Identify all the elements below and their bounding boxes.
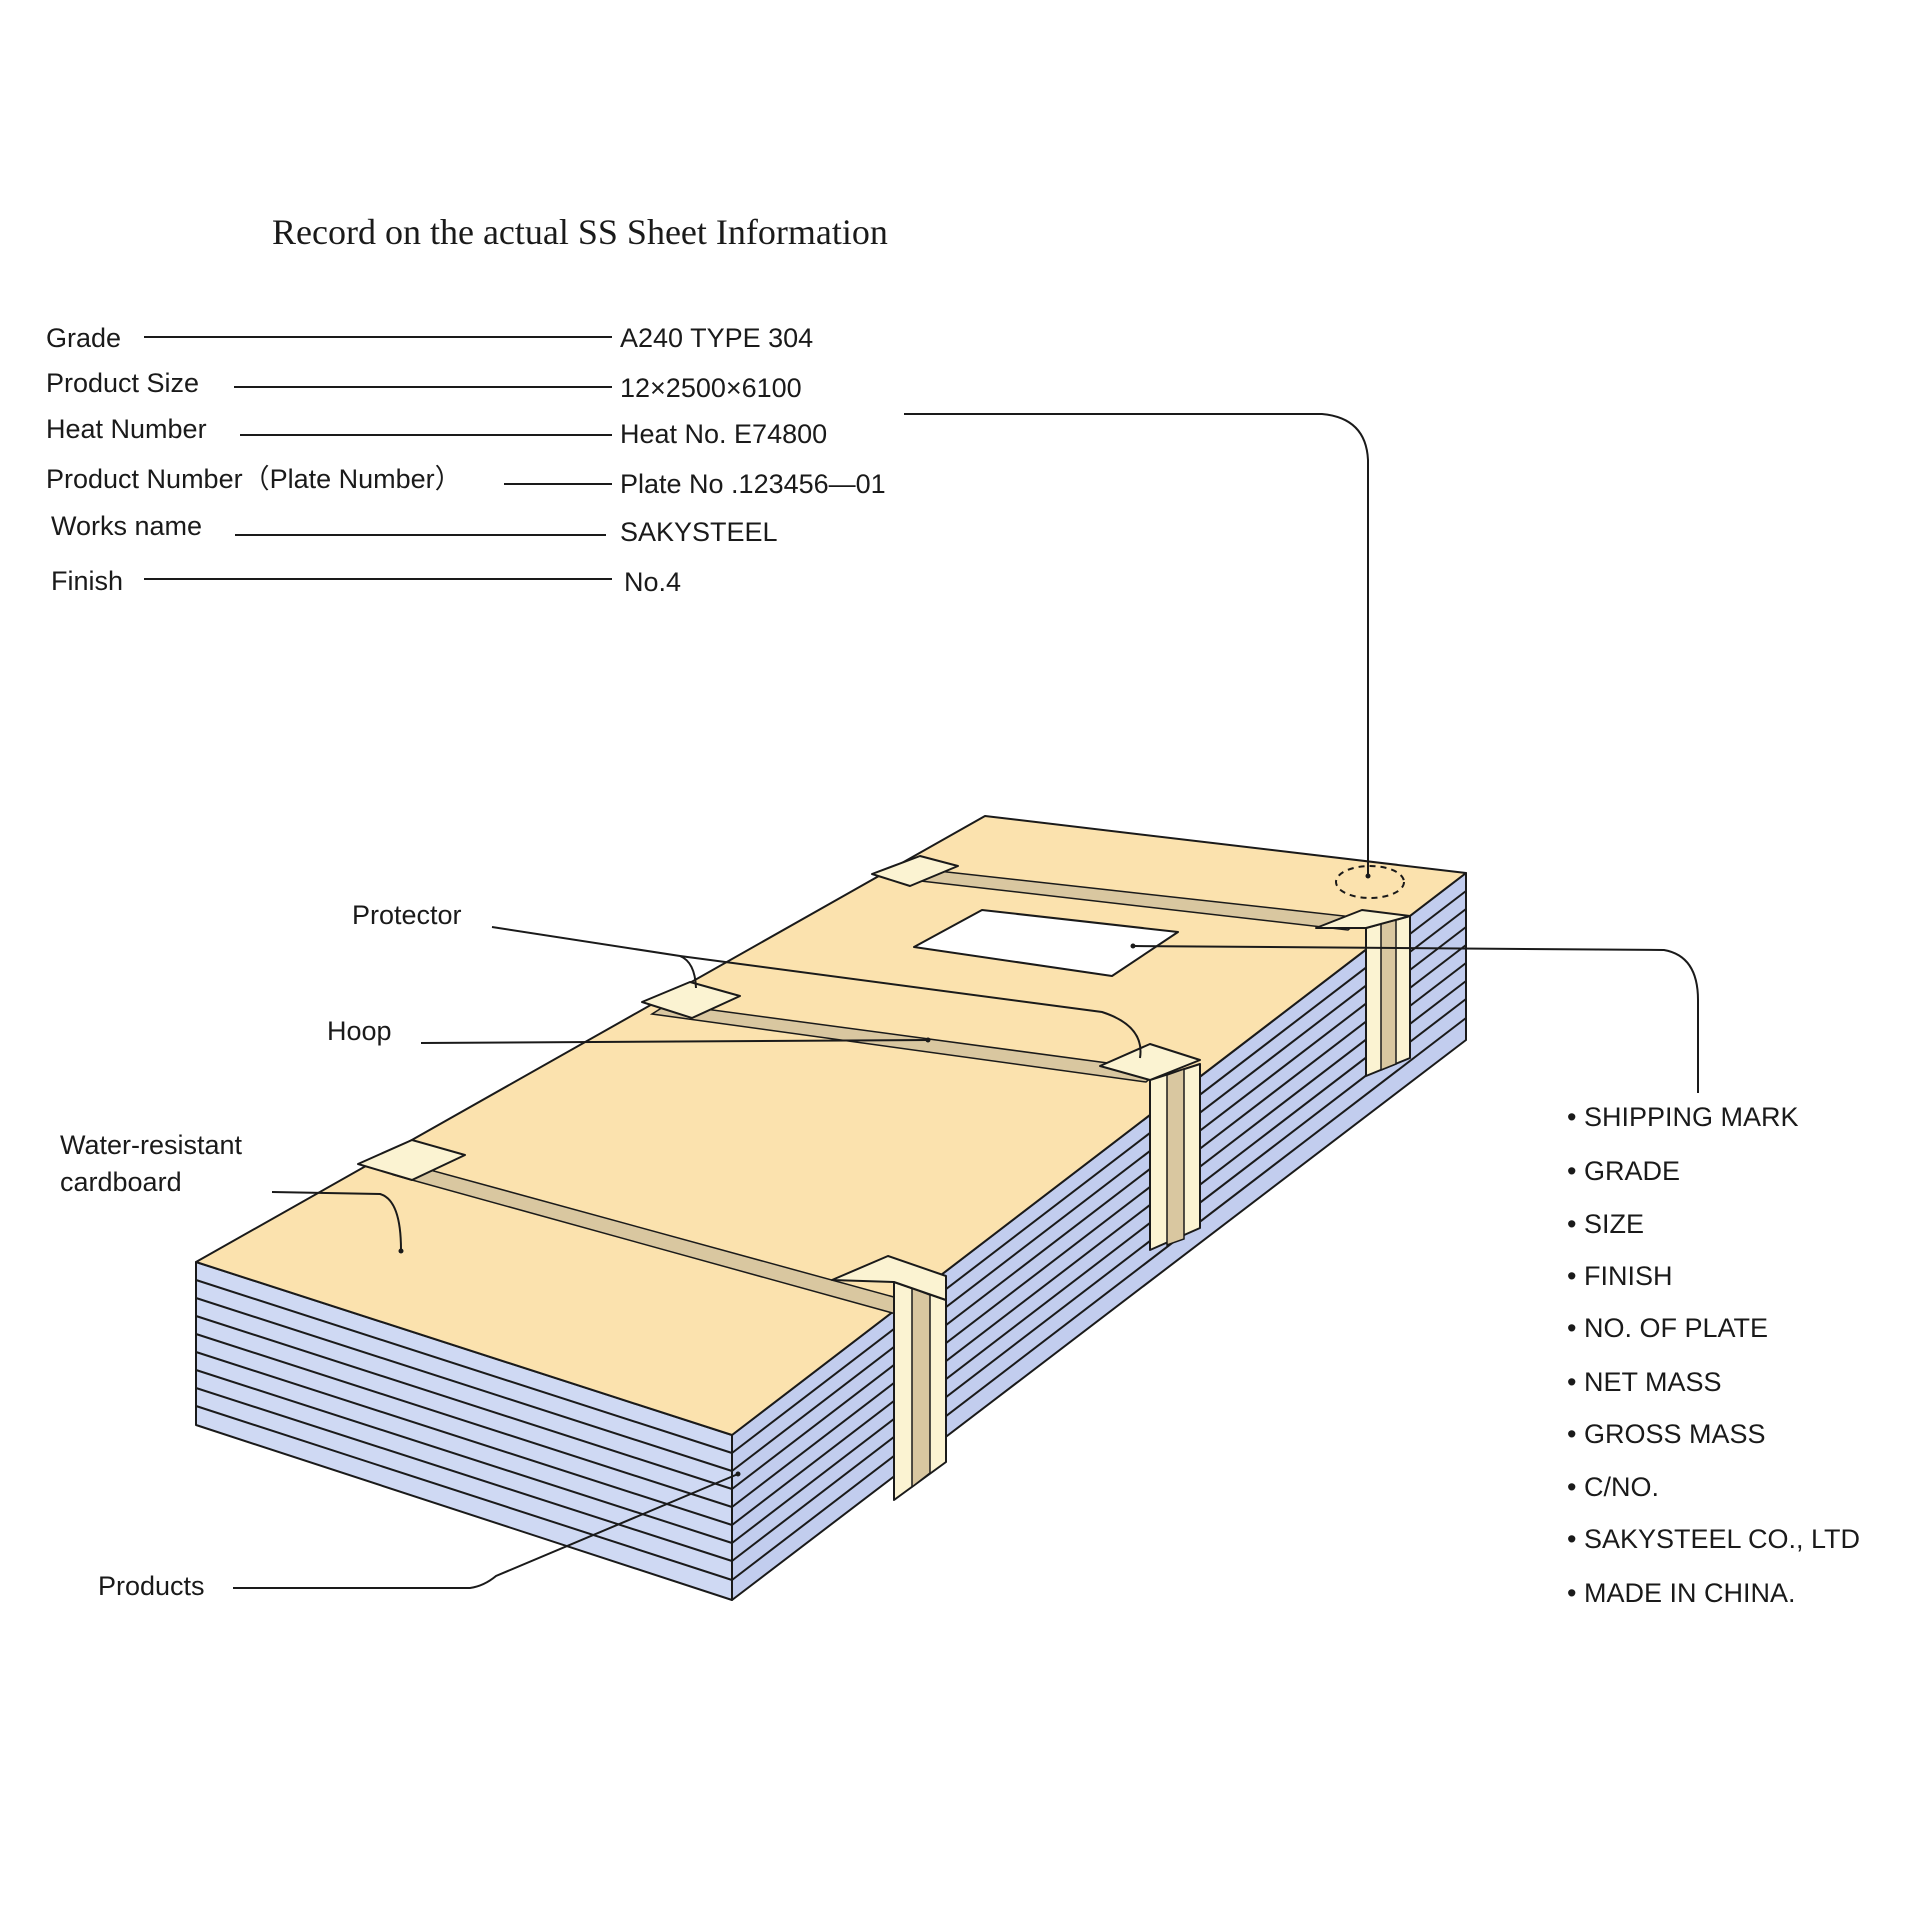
record-fields: Grade A240 TYPE 304 Product Size 12×2500… bbox=[46, 323, 886, 597]
record-field-works-name: Works name SAKYSTEEL bbox=[51, 511, 778, 547]
record-field-product-size: Product Size 12×2500×6100 bbox=[46, 368, 802, 403]
shipping-mark-item: • NO. OF PLATE bbox=[1567, 1313, 1768, 1343]
hoop-label: Hoop bbox=[327, 1016, 392, 1046]
shipping-mark-item: • SIZE bbox=[1567, 1209, 1644, 1239]
shipping-mark-item: • C/NO. bbox=[1567, 1472, 1659, 1502]
shipping-mark-item: • MADE IN CHINA. bbox=[1567, 1578, 1795, 1608]
cardboard-leader bbox=[271, 1191, 402, 1251]
leader-dot bbox=[735, 1471, 741, 1477]
hoop-side-band bbox=[1380, 919, 1397, 1072]
products-label: Products bbox=[98, 1571, 205, 1601]
protector-pad bbox=[1315, 909, 1411, 929]
field-value: 12×2500×6100 bbox=[620, 373, 802, 403]
field-value: Plate No .123456—01 bbox=[620, 469, 886, 499]
shipping-mark-item: • SAKYSTEEL CO., LTD bbox=[1567, 1524, 1860, 1554]
shipping-mark-item: • SHIPPING MARK bbox=[1567, 1102, 1799, 1132]
protector-label: Protector bbox=[352, 900, 462, 930]
page-title: Record on the actual SS Sheet Informatio… bbox=[272, 212, 888, 252]
shipping-mark-item: • NET MASS bbox=[1567, 1367, 1722, 1397]
leader-dot bbox=[925, 1037, 931, 1043]
field-value: SAKYSTEEL bbox=[620, 517, 778, 547]
field-label: Works name bbox=[51, 511, 202, 541]
shipping-mark-label bbox=[913, 909, 1179, 977]
hoop-side-band bbox=[1166, 1067, 1185, 1247]
hoop-side-band bbox=[911, 1286, 931, 1489]
field-label: Heat Number bbox=[46, 414, 207, 444]
cardboard-label-line1: Water-resistant bbox=[60, 1130, 243, 1160]
callout-labels: Protector Hoop Water-resistant cardboard… bbox=[60, 900, 462, 1601]
record-marking-leader bbox=[904, 413, 1369, 876]
callout-leaders bbox=[233, 413, 1699, 1589]
hoops bbox=[392, 866, 1411, 1501]
field-value: Heat No. E74800 bbox=[620, 419, 827, 449]
hoop-leader bbox=[420, 1039, 931, 1044]
shipping-mark-leader bbox=[1132, 945, 1699, 1093]
sheet-stack bbox=[195, 815, 1467, 1601]
field-value: A240 TYPE 304 bbox=[620, 323, 813, 353]
field-label: Product Size bbox=[46, 368, 199, 398]
cardboard-top bbox=[195, 815, 1467, 1436]
marking-spot-indicator bbox=[1335, 865, 1405, 899]
protector-pad bbox=[1099, 1043, 1201, 1081]
record-field-plate-number: Product Number（Plate Number） Plate No .1… bbox=[46, 464, 886, 499]
shipping-mark-item: • GRADE bbox=[1567, 1156, 1680, 1186]
leader-dot bbox=[398, 1248, 404, 1254]
protector-pad bbox=[831, 1255, 947, 1301]
shipping-mark-list: • SHIPPING MARK • GRADE • SIZE • FINISH … bbox=[1567, 1102, 1860, 1608]
leader-dot bbox=[1365, 873, 1371, 879]
leader-dot bbox=[1130, 943, 1136, 949]
shipping-mark-item: • FINISH bbox=[1567, 1261, 1672, 1291]
field-value: No.4 bbox=[624, 567, 681, 597]
protector-pad bbox=[871, 855, 959, 887]
protector-pad bbox=[641, 981, 741, 1019]
protectors bbox=[357, 855, 1411, 1301]
protector-leader-to-pad bbox=[491, 926, 697, 989]
protector-leader-to-far-pad bbox=[679, 955, 1142, 1059]
field-label: Grade bbox=[46, 323, 121, 353]
field-label: Product Number（Plate Number） bbox=[46, 464, 462, 494]
field-label: Finish bbox=[51, 566, 123, 596]
record-field-grade: Grade A240 TYPE 304 bbox=[46, 323, 813, 353]
shipping-mark-item: • GROSS MASS bbox=[1567, 1419, 1766, 1449]
cardboard-label-line2: cardboard bbox=[60, 1167, 182, 1197]
sheet-layers-right bbox=[731, 890, 1467, 1581]
protector-pad bbox=[357, 1139, 466, 1181]
record-field-heat-number: Heat Number Heat No. E74800 bbox=[46, 414, 827, 449]
products-leader bbox=[233, 1473, 739, 1589]
record-field-finish: Finish No.4 bbox=[51, 566, 681, 597]
